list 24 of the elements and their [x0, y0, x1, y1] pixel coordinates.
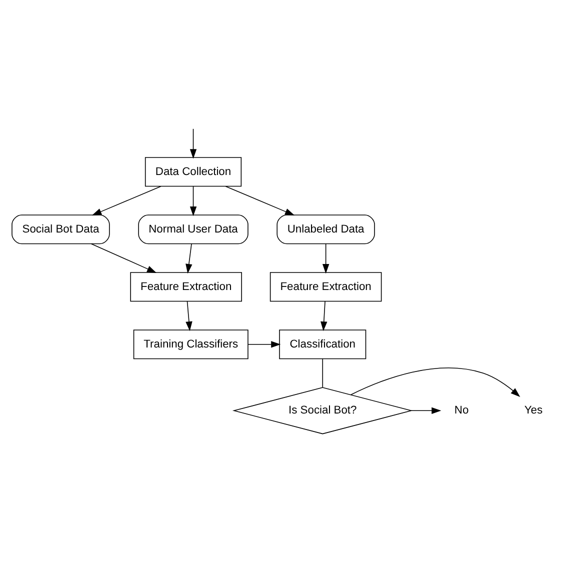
- node-text: No: [454, 404, 469, 417]
- arrow: [186, 301, 192, 332]
- node-box: Classification: [279, 330, 366, 360]
- arrow: [190, 186, 197, 216]
- connector: [322, 358, 324, 388]
- node-box: Social Bot Data: [12, 214, 110, 244]
- arrow: [186, 244, 192, 274]
- node-box: Data Collection: [144, 157, 242, 187]
- node-box: Unlabeled Data: [276, 214, 375, 244]
- arrow: [350, 367, 520, 397]
- node-box: Feature Extraction: [270, 272, 382, 302]
- node-box: Feature Extraction: [130, 272, 242, 302]
- node-text: Yes: [524, 404, 543, 417]
- arrow: [92, 186, 162, 216]
- node-diamond: Is Social Bot?: [232, 387, 413, 434]
- node-box: Normal User Data: [138, 214, 248, 244]
- arrow: [248, 341, 281, 348]
- arrow: [322, 244, 330, 274]
- arrow: [410, 407, 442, 414]
- arrow: [190, 128, 197, 159]
- arrow: [90, 243, 157, 273]
- node-box: Training Classifiers: [133, 330, 248, 360]
- arrow: [320, 301, 328, 332]
- arrow: [225, 186, 295, 216]
